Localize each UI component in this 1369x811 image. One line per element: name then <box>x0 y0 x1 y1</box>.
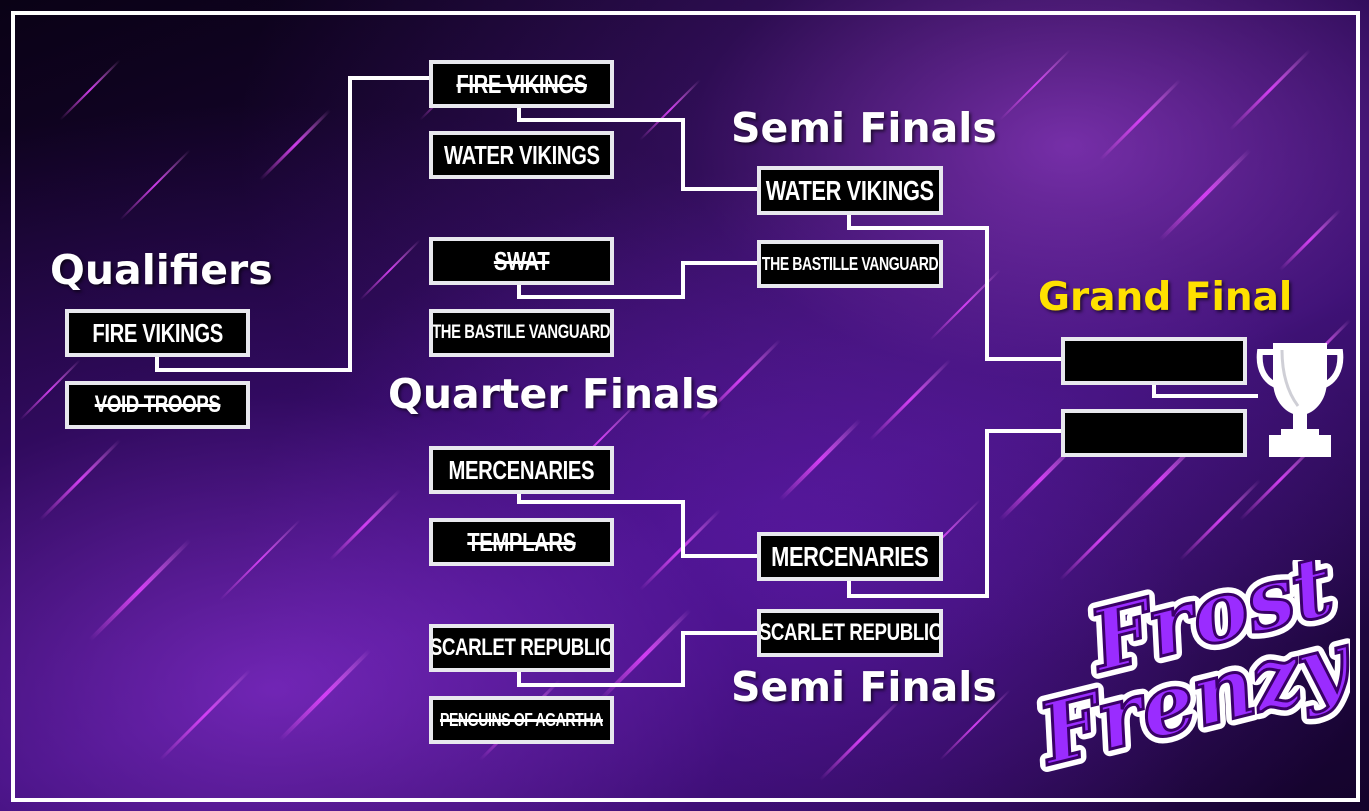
semi-final-team-4[interactable]: SCARLET REPUBLIC <box>757 609 943 657</box>
team-name: MERCENARIES <box>448 454 595 485</box>
qualifier-team-2[interactable]: VOID TROOPS <box>65 381 250 429</box>
quarter-final-team-6[interactable]: TEMPLARS <box>429 518 614 566</box>
team-name: TEMPLARS <box>467 526 576 557</box>
team-name: SCARLET REPUBLIC <box>758 619 942 646</box>
semi-finals-top-heading: Semi Finals <box>731 104 997 152</box>
frost-frenzy-logo: Frost Frost Frenzy Frenzy <box>1021 560 1350 780</box>
team-name: SCARLET REPUBLIC <box>429 634 614 661</box>
grand-final-slot-1[interactable] <box>1061 337 1247 385</box>
team-name: SWAT <box>493 245 550 276</box>
trophy-icon <box>1256 343 1344 457</box>
team-name: FIRE VIKINGS <box>92 317 223 348</box>
quarter-final-team-2[interactable]: WATER VIKINGS <box>429 131 614 179</box>
team-name: FIRE VIKINGS <box>456 68 587 99</box>
quarter-final-team-5[interactable]: MERCENARIES <box>429 446 614 494</box>
quarter-final-team-7[interactable]: SCARLET REPUBLIC <box>429 624 614 672</box>
quarter-final-team-4[interactable]: THE BASTILE VANGUARD <box>429 309 614 357</box>
team-name: THE BASTILE VANGUARD <box>432 322 611 343</box>
team-name: WATER VIKINGS <box>443 139 600 170</box>
semi-final-team-1[interactable]: WATER VIKINGS <box>757 166 943 215</box>
team-name: VOID TROOPS <box>94 391 221 418</box>
qualifiers-heading: Qualifiers <box>50 246 273 294</box>
team-name: PENGUINS OF AGARTHA <box>440 709 603 730</box>
quarter-final-team-1[interactable]: FIRE VIKINGS <box>429 60 614 108</box>
grand-final-heading: Grand Final <box>1038 275 1293 320</box>
semi-final-team-3[interactable]: MERCENARIES <box>757 532 943 581</box>
quarter-finals-heading: Quarter Finals <box>388 370 720 418</box>
quarter-final-team-8[interactable]: PENGUINS OF AGARTHA <box>429 696 614 744</box>
semi-final-team-2[interactable]: THE BASTILLE VANGUARD <box>757 240 943 288</box>
qualifier-team-1[interactable]: FIRE VIKINGS <box>65 309 250 357</box>
quarter-final-team-3[interactable]: SWAT <box>429 237 614 285</box>
semi-finals-bottom-heading: Semi Finals <box>731 663 997 711</box>
team-name: THE BASTILLE VANGUARD <box>761 253 939 274</box>
team-name: MERCENARIES <box>771 540 929 572</box>
team-name: WATER VIKINGS <box>765 174 935 206</box>
grand-final-slot-2[interactable] <box>1061 409 1247 457</box>
